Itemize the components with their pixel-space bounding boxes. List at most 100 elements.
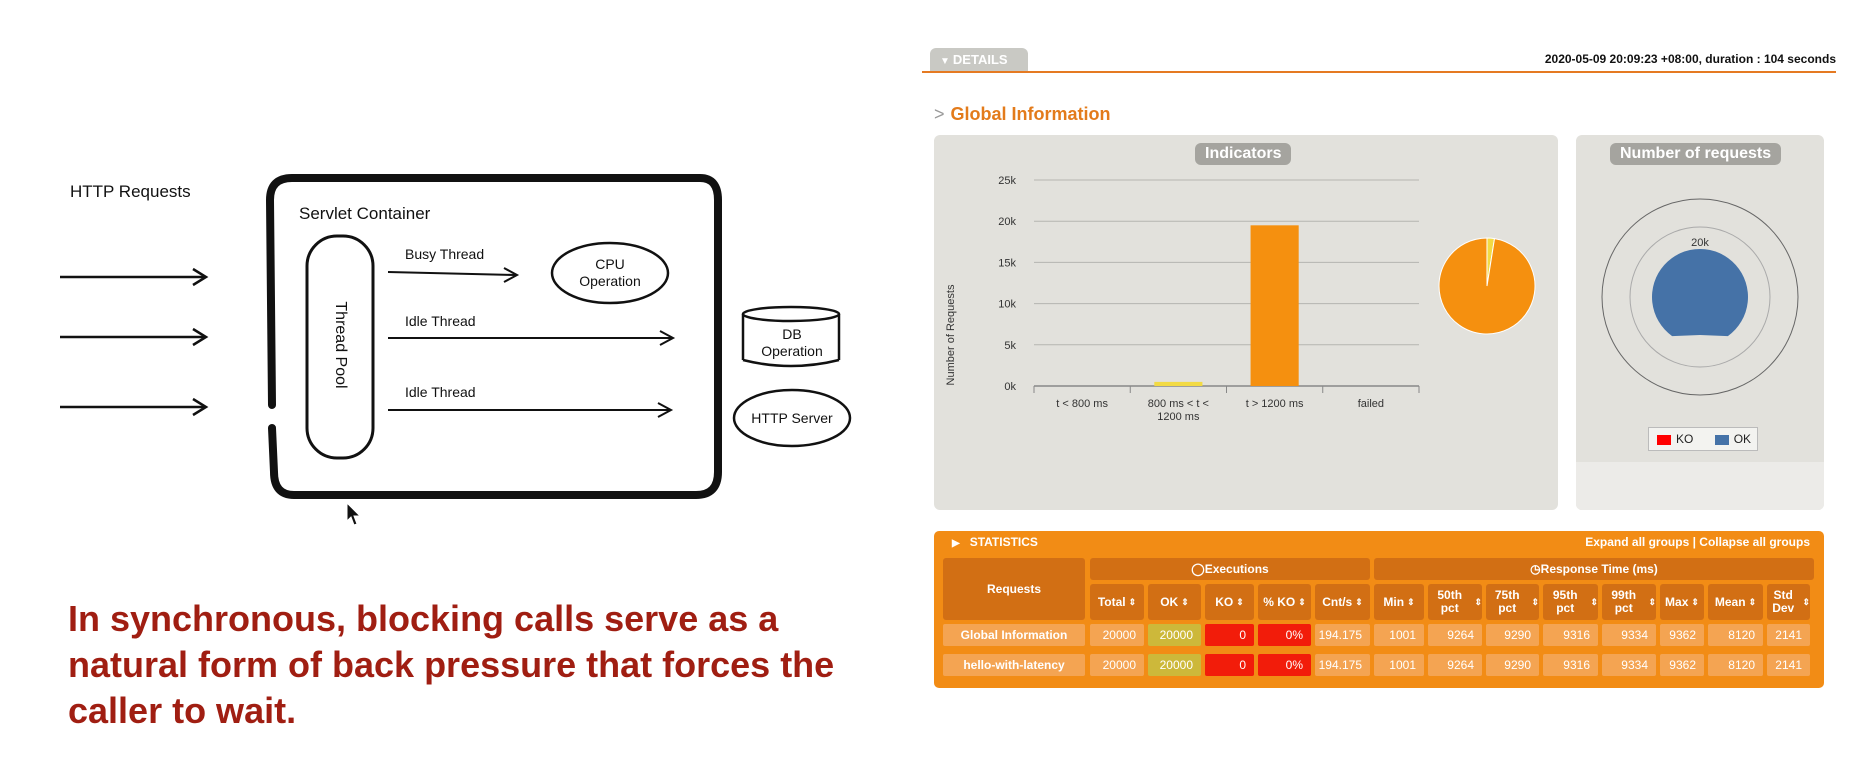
thread-pool-label: Thread Pool xyxy=(332,301,349,389)
http-server-ellipse xyxy=(732,388,852,448)
cpu-operation-ellipse xyxy=(550,241,670,305)
db-cylinder xyxy=(741,305,841,368)
column-header-label: Min xyxy=(1383,594,1405,609)
column-header[interactable]: Std Dev ⇕ xyxy=(1767,584,1810,620)
column-header-label: Total xyxy=(1097,594,1126,609)
requests-tick-label: 20k xyxy=(1691,237,1709,249)
http-requests-label: HTTP Requests xyxy=(70,182,191,201)
refresh-icon: ◯ xyxy=(1191,562,1205,576)
sort-icon: ⇕ xyxy=(1802,596,1810,607)
collapse-all-link[interactable]: Collapse all groups xyxy=(1699,535,1810,549)
sort-icon: ⇕ xyxy=(1590,596,1598,607)
column-header[interactable]: Min⇕ xyxy=(1374,584,1424,620)
x-tick-label: failed xyxy=(1358,398,1384,410)
table-cell: 2141 xyxy=(1767,654,1810,676)
thread-pool-box xyxy=(305,234,375,460)
executions-label: Executions xyxy=(1204,562,1269,576)
table-cell: 9316 xyxy=(1543,654,1598,676)
x-tick-label: t > 1200 ms xyxy=(1246,398,1304,410)
caption-text: In synchronous, blocking calls serve as … xyxy=(68,598,835,731)
bar[interactable] xyxy=(1250,225,1299,386)
column-header[interactable]: Total⇕ xyxy=(1090,584,1144,620)
column-header-label: 95th pct xyxy=(1552,588,1578,615)
column-header[interactable]: 75th pct⇕ xyxy=(1486,584,1539,620)
column-header-label: Std Dev xyxy=(1772,588,1795,615)
sort-icon: ⇕ xyxy=(1474,596,1482,607)
executions-group-header: ◯ Executions xyxy=(1090,558,1370,580)
column-header[interactable]: 50th pct ⇕ xyxy=(1428,584,1482,620)
run-info: 2020-05-09 20:09:23 +08:00, duration : 1… xyxy=(1544,52,1836,66)
pie-slice[interactable] xyxy=(1438,237,1536,335)
legend-ko-label: KO xyxy=(1676,432,1694,446)
table-cell: 20000 xyxy=(1090,624,1144,646)
table-row-name[interactable]: Global Information xyxy=(943,624,1085,646)
table-cell: 9264 xyxy=(1428,654,1482,676)
y-tick-label: 25k xyxy=(998,175,1016,187)
table-cell: 9362 xyxy=(1660,624,1704,646)
table-cell: 20000 xyxy=(1090,654,1144,676)
sort-icon: ⇕ xyxy=(1128,596,1137,607)
idle-thread-label: Idle Thread xyxy=(405,313,476,329)
y-tick-label: 5k xyxy=(1004,340,1016,352)
column-header-label: 99th pct xyxy=(1611,588,1637,615)
column-header-label: Mean xyxy=(1714,594,1746,609)
sort-icon: ⇕ xyxy=(1748,596,1757,607)
table-cell: 9316 xyxy=(1543,624,1598,646)
requests-chart: 20k xyxy=(1601,198,1799,396)
sort-icon: ⇕ xyxy=(1648,596,1656,607)
pie-slice-ok[interactable] xyxy=(1652,249,1748,337)
idle-thread-arrow xyxy=(388,330,676,346)
section-title-text: Global Information xyxy=(950,104,1111,124)
caret-down-icon: ▼ xyxy=(940,56,950,67)
busy-thread-arrow xyxy=(387,267,520,283)
column-header-label: OK xyxy=(1160,594,1179,609)
requests-panel-footer xyxy=(1576,462,1824,510)
statistics-toggle[interactable]: ▶STATISTICS xyxy=(952,535,1038,549)
y-tick-label: 10k xyxy=(998,299,1016,311)
column-header[interactable]: OK⇕ xyxy=(1148,584,1201,620)
ko-swatch xyxy=(1657,434,1671,445)
bar[interactable] xyxy=(1154,381,1203,386)
x-tick-label: 800 ms < t < xyxy=(1148,398,1209,410)
idle-thread-label: Idle Thread xyxy=(405,384,476,400)
servlet-diagram xyxy=(60,174,852,499)
column-header-label: KO xyxy=(1215,594,1234,609)
details-tab[interactable]: ▼DETAILS xyxy=(930,48,1028,72)
column-header-label: Cnt/s xyxy=(1322,594,1353,609)
column-header[interactable]: % KO⇕ xyxy=(1258,584,1311,620)
y-tick-label: 20k xyxy=(998,216,1016,228)
column-header[interactable]: 95th pct ⇕ xyxy=(1543,584,1598,620)
column-header[interactable]: Mean⇕ xyxy=(1708,584,1763,620)
y-tick-label: 0k xyxy=(1004,381,1016,393)
table-cell: 0% xyxy=(1258,624,1311,646)
table-cell: 1001 xyxy=(1374,624,1424,646)
requests-column-header[interactable]: Requests xyxy=(943,558,1085,620)
column-header[interactable]: 99th pct ⇕ xyxy=(1602,584,1656,620)
response-time-group-header: ◷ Response Time (ms) xyxy=(1374,558,1814,580)
x-tick-label: t < 800 ms xyxy=(1056,398,1108,410)
table-cell: 194.175 xyxy=(1315,624,1370,646)
servlet-container-box xyxy=(265,174,722,499)
legend-ok-label: OK xyxy=(1733,432,1752,446)
sort-icon: ⇕ xyxy=(1691,596,1699,607)
request-arrow xyxy=(60,397,209,417)
expand-all-link[interactable]: Expand all groups xyxy=(1585,535,1690,549)
sort-icon: ⇕ xyxy=(1407,596,1415,607)
table-row-name[interactable]: hello-with-latency xyxy=(943,654,1085,676)
y-axis-label: Number of Requests xyxy=(945,284,957,385)
table-cell: 9290 xyxy=(1486,624,1539,646)
requests-legend: KO OK xyxy=(1648,427,1758,451)
column-header[interactable]: Max⇕ xyxy=(1660,584,1704,620)
table-cell: 1001 xyxy=(1374,654,1424,676)
statistics-panel: ▶STATISTICS Expand all groups | Collapse… xyxy=(934,531,1824,688)
requests-title: Number of requests xyxy=(1610,143,1782,165)
table-cell: 0 xyxy=(1205,624,1254,646)
column-header-label: 50th pct xyxy=(1437,588,1463,615)
table-cell: 0 xyxy=(1205,654,1254,676)
column-header[interactable]: KO⇕ xyxy=(1205,584,1254,620)
header-divider xyxy=(922,71,1836,73)
column-header[interactable]: Cnt/s⇕ xyxy=(1315,584,1370,620)
